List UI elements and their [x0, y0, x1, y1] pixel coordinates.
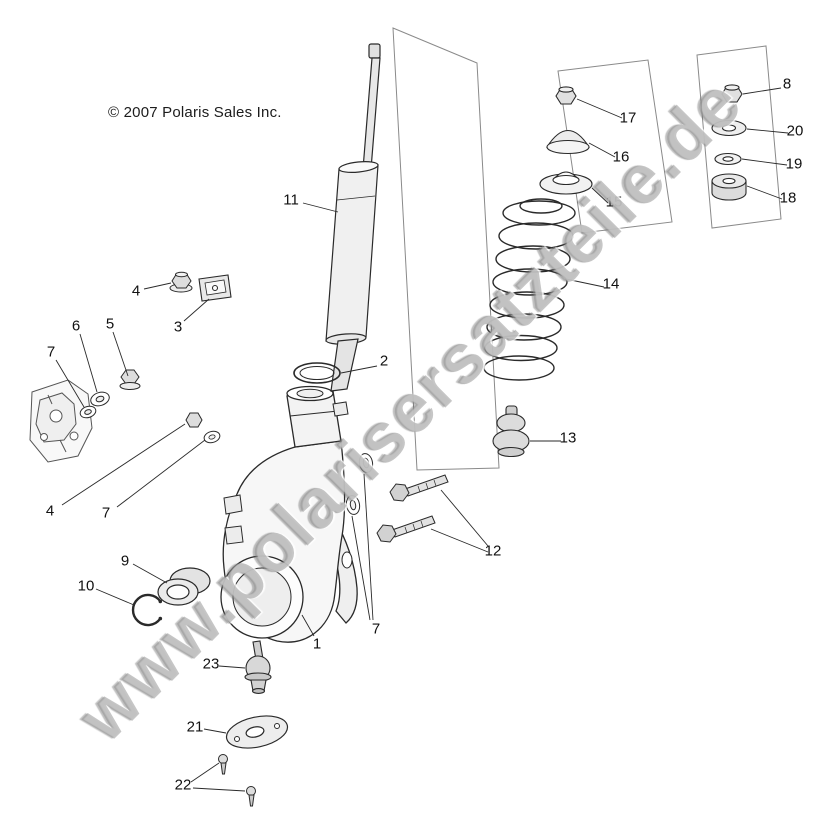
bushing-18-drawing: [711, 173, 747, 201]
bolt-5-drawing: [119, 369, 141, 390]
clamp-drawing: [198, 274, 232, 302]
spring-retainer-drawing: [539, 171, 593, 195]
flange-nut-drawing: [169, 271, 193, 293]
nut-8-drawing: [721, 84, 743, 103]
knuckle-drawing: [185, 385, 358, 643]
callout-lines: [55, 87, 789, 792]
ball-joint-drawing: [244, 640, 272, 694]
snap-ring-drawing: [131, 593, 163, 627]
bolt-drawing: [389, 474, 449, 502]
copyright-text: © 2007 Polaris Sales Inc.: [108, 104, 282, 121]
dust-shield-drawing: [225, 715, 289, 749]
washer-19-drawing: [714, 152, 742, 166]
washer-drawing: [345, 495, 361, 515]
screw-drawing: [218, 754, 228, 775]
bump-stop-drawing: [492, 405, 530, 458]
caliper-drawing: [29, 379, 93, 463]
washer-7-drawing: [79, 405, 97, 419]
washer-20-drawing: [711, 119, 747, 137]
washer-drawing: [358, 453, 374, 473]
oring-drawing: [293, 362, 341, 384]
spring-drawing: [483, 198, 576, 381]
screw-drawing: [246, 786, 256, 807]
mount-cap-drawing: [545, 130, 591, 155]
strut-drawing: [325, 43, 381, 392]
bushing-9-drawing: [157, 567, 211, 606]
washer-6-drawing: [90, 391, 110, 407]
bolt-drawing: [376, 515, 436, 543]
nut-17-drawing: [555, 86, 577, 105]
